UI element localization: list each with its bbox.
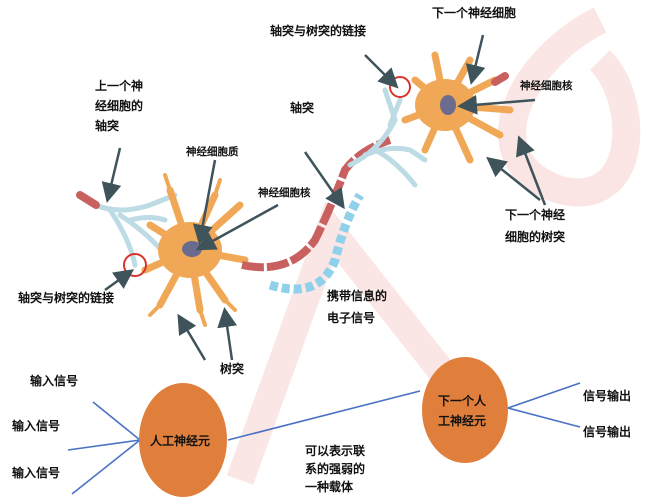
label-axon: 轴突 [290,100,314,115]
label-synapse-top: 轴突与树突的链接 [270,23,366,38]
weight-label-1: 可以表示联 [305,443,365,458]
label-synapse-bottom: 轴突与树突的链接 [18,290,114,305]
label-nucleus-right: 神经细胞核 [520,79,573,92]
label-next-neuron: 下一个神经细胞 [432,5,516,20]
right-soma [401,51,514,164]
label-prev-axon-1: 上一个神 [95,78,143,93]
label-dendrite: 树突 [220,361,244,376]
left-nucleus [182,241,202,257]
label-prev-axon-3: 轴突 [95,118,119,133]
right-nucleus [440,95,456,115]
next-neuron-label-1: 下一个人 [438,393,487,408]
axon [241,136,392,272]
label-prev-axon-2: 经细胞的 [95,98,143,113]
artificial-neuron [139,383,227,497]
label-cytoplasm: 神经细胞质 [186,145,239,158]
next-neuron-label-2: 工神经元 [438,413,486,428]
axon-terminals [347,87,428,188]
label-signal-1: 携带信息的 [327,288,387,303]
synapse-circle-right [389,76,411,98]
pointer-arrows [101,34,547,361]
input-signal-1: 输入信号 [30,373,78,388]
label-signal-2: 电子信号 [327,310,375,325]
next-axon [491,72,509,86]
label-nucleus-left: 神经细胞核 [258,186,311,199]
connections [67,382,581,495]
output-signal-1: 信号输出 [583,388,631,403]
weight-label-2: 系的强弱的 [305,461,365,476]
weight-label-3: 一种载体 [305,479,354,494]
label-next-dendrite-1: 下一个神经 [505,207,565,222]
label-next-dendrite-2: 细胞的树突 [505,229,565,244]
watermark [226,7,641,485]
prev-axon [76,191,100,209]
synapse-circle-left [123,253,147,277]
next-artificial-neuron [422,357,508,463]
input-signal-2: 输入信号 [12,418,60,433]
signal-arrows [268,192,364,294]
input-signal-3: 输入信号 [12,465,60,480]
output-signal-2: 信号输出 [583,424,631,439]
neuron-label: 人工神经元 [150,433,210,448]
